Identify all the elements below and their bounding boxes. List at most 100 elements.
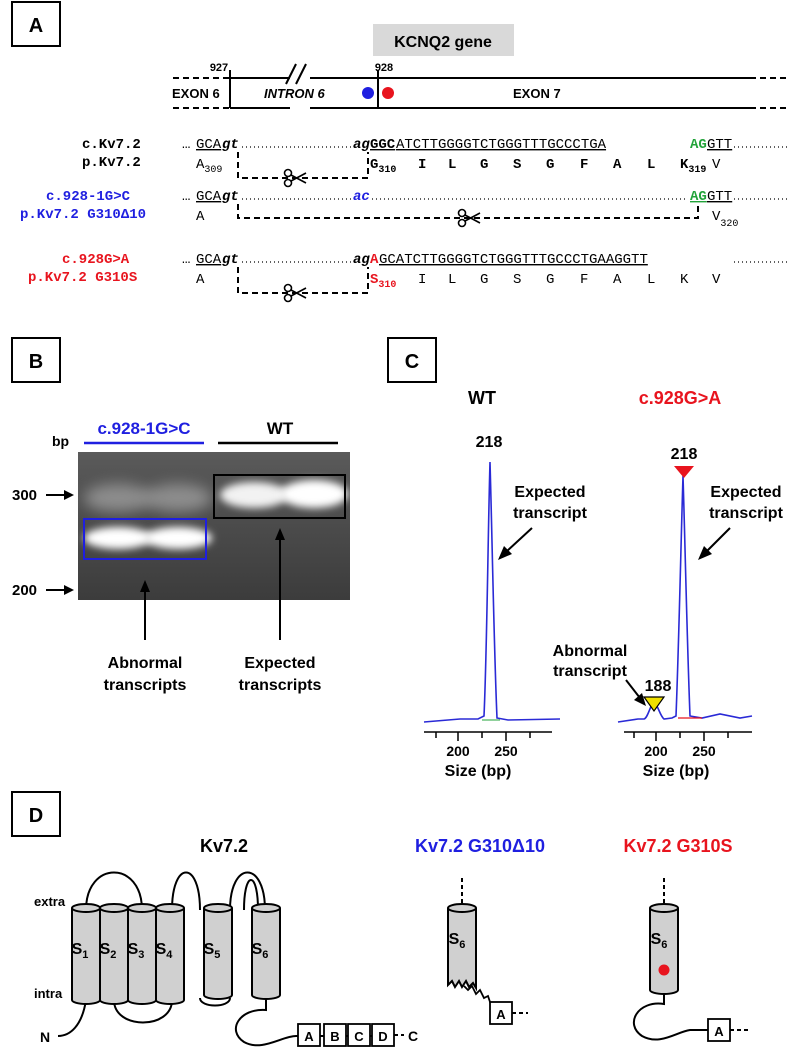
- intron6-label: INTRON 6: [264, 86, 325, 101]
- mut1-s6-label: S6: [449, 931, 466, 951]
- gel-smear: [84, 484, 152, 512]
- mut2-seq-ag: ag: [353, 252, 370, 268]
- mut-small-peak-marker: [642, 696, 666, 713]
- mut-xlabel: Size (bp): [643, 763, 710, 780]
- lane-label-wt: WT: [267, 419, 294, 438]
- wt-tick-200: 200: [446, 743, 470, 759]
- scissors-icon: [283, 283, 307, 303]
- mut1-splice-bracket: [237, 204, 699, 219]
- mut2-s6-top: [649, 903, 679, 913]
- mut1-seq-end: GTT: [707, 189, 732, 205]
- wt-aa: I: [418, 157, 426, 173]
- exon6-label: EXON 6: [172, 86, 220, 101]
- title-g310d10: Kv7.2 G310Δ10: [415, 836, 545, 856]
- panel-label-c: C: [405, 351, 419, 373]
- gel-band-expected: [220, 482, 288, 508]
- wt-axis: [424, 731, 552, 741]
- wt-seq-left: GCA: [196, 137, 222, 153]
- mut2-aa: V: [712, 272, 721, 288]
- arrowhead: [275, 528, 285, 540]
- wt-seq-end: GTT: [707, 137, 732, 153]
- arrowhead: [140, 580, 150, 592]
- wt-aa-k: K319: [680, 157, 706, 176]
- wt-aa: A: [613, 157, 622, 173]
- domain-c-label: C: [354, 1029, 364, 1044]
- label-extra: extra: [34, 894, 66, 909]
- mut2-s6-cylinder: [649, 908, 679, 995]
- mut-expected-label-2: transcript: [709, 505, 783, 522]
- mut1-seq-dots-1: …: [182, 189, 190, 205]
- gene-structure: [173, 63, 790, 109]
- wt-c-tail: [234, 998, 392, 1047]
- wt-seq-dots-1: …: [182, 137, 190, 153]
- mut2-domain-a-label: A: [714, 1024, 724, 1039]
- mut1-aa-a: A: [196, 209, 205, 225]
- n-terminus-label: N: [40, 1029, 50, 1045]
- arrowhead: [64, 585, 74, 595]
- wt-peak-label: 218: [476, 434, 503, 451]
- segment-s1-label: S1: [72, 941, 89, 961]
- gene-label: KCNQ2 gene: [394, 34, 492, 51]
- mut1-cdna-label: c.928-1G>C: [46, 189, 131, 205]
- mut2-seq-dots-1: …: [182, 252, 190, 268]
- wt-cdna-label: c.Kv7.2: [82, 137, 141, 153]
- domain-c-box: [347, 1023, 371, 1047]
- wt-seq-green: AG: [690, 137, 707, 153]
- mut2-aa: L: [647, 272, 655, 288]
- mut2-aa-mid: I L G S G F A L K V: [418, 272, 721, 288]
- mut-tick-200: 200: [644, 743, 668, 759]
- mut2-aa: K: [680, 272, 689, 288]
- box-abnormal: [83, 518, 207, 560]
- panel-label-a: A: [29, 15, 43, 37]
- scissors-icon: [457, 208, 481, 228]
- pos-928: 928: [375, 62, 393, 74]
- mut1-s6-cylinder: [447, 908, 477, 992]
- mut-expected-arrow: [705, 527, 731, 553]
- domain-a-label: A: [304, 1029, 314, 1044]
- wt-seq-gt: gt: [222, 137, 239, 153]
- mut-abnormal-label-1: Abnormal: [553, 643, 628, 660]
- wt-expected-label-2: transcript: [513, 505, 587, 522]
- wt-tick-250: 250: [494, 743, 518, 759]
- mut2-seq-gt: gt: [222, 252, 239, 268]
- wt-xlabel: Size (bp): [445, 763, 512, 780]
- mut1-seq-left: GCA: [196, 189, 222, 205]
- wt-aa: L: [647, 157, 655, 173]
- gene-label-box: [373, 24, 514, 56]
- mut-abnormal-arrow: [625, 679, 641, 699]
- mut-tick-250: 250: [692, 743, 716, 759]
- wt-aa-a: A309: [196, 157, 222, 176]
- segment-s3: S3: [127, 903, 157, 1005]
- title-kv72: Kv7.2: [200, 836, 248, 856]
- red-dot: [382, 87, 394, 99]
- segment-s4: S4: [155, 903, 185, 1005]
- expected-transcripts-label-1: Expected: [244, 655, 315, 672]
- mut2-aa: L: [448, 272, 456, 288]
- bp-label: bp: [52, 433, 69, 449]
- mut1-tail: [463, 984, 493, 1009]
- mut2-aa-a: A: [196, 272, 205, 288]
- wt-arrow: [505, 527, 533, 553]
- expected-transcripts-label-2: transcripts: [239, 677, 322, 694]
- domain-b-label: B: [330, 1029, 339, 1044]
- mut2-aa: G: [480, 272, 488, 288]
- segment-s2-label: S2: [100, 941, 117, 961]
- mutation-dot: [658, 964, 670, 976]
- mut1-seq-green: AG: [690, 189, 707, 205]
- domain-b-box: [323, 1023, 347, 1047]
- mut1-aa-v: V320: [712, 209, 738, 230]
- mut2-seq-left: GCA: [196, 252, 222, 268]
- wt-splice-bracket: [237, 152, 369, 179]
- abnormal-transcripts-label-2: transcripts: [104, 677, 187, 694]
- mut-expected-label-1: Expected: [710, 484, 781, 501]
- arrowhead: [634, 693, 646, 706]
- marker-200: 200: [12, 582, 37, 599]
- mut1-seq-gt: gt: [222, 189, 239, 205]
- c-terminus-label: C: [408, 1028, 418, 1044]
- title-g310s: Kv7.2 G310S: [623, 836, 732, 856]
- domain-d-label: D: [378, 1029, 387, 1044]
- mut1-seq-ac: ac: [353, 189, 370, 205]
- wt-prot-label: p.Kv7.2: [82, 155, 141, 171]
- box-expected: [213, 474, 346, 519]
- segment-s1: S1: [71, 903, 101, 1005]
